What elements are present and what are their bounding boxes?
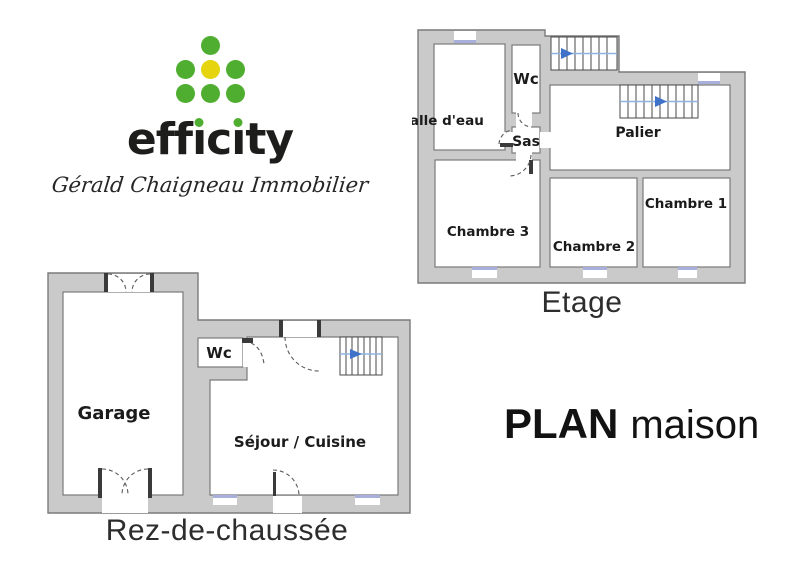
room-chambre2 bbox=[549, 177, 638, 268]
palier-staircase-icon bbox=[619, 84, 699, 119]
wordmark-segment: eff bbox=[126, 114, 193, 165]
window-marker bbox=[583, 267, 607, 270]
door-arc bbox=[509, 154, 532, 177]
logo-dots-row-3 bbox=[0, 84, 420, 103]
green-dot-icon bbox=[225, 60, 245, 79]
window-notch bbox=[355, 496, 380, 505]
green-dot-icon bbox=[175, 60, 195, 79]
green-dot-icon bbox=[200, 84, 220, 103]
yellow-dot-icon bbox=[200, 60, 220, 79]
garage-bottom-door-gap bbox=[102, 468, 148, 513]
door-post bbox=[104, 273, 108, 292]
door-arc bbox=[250, 342, 265, 365]
green-dot-icon bbox=[200, 36, 220, 55]
passage-wc-sas bbox=[516, 112, 532, 129]
logo-dots-row-1 bbox=[0, 36, 420, 55]
wordmark-i-green-dot: ı bbox=[231, 114, 246, 165]
door-post bbox=[317, 320, 321, 337]
sejour-door-gap bbox=[273, 496, 302, 513]
door-arc bbox=[121, 468, 149, 496]
passage-sas-chambre3 bbox=[516, 151, 532, 162]
wc-door-gap bbox=[243, 343, 253, 367]
floorplan-etage: Salle d'eau Wc Sas Palier Chambre 3 Cham… bbox=[400, 24, 752, 291]
agent-signature: Gérald Chaigneau Immobilier bbox=[50, 173, 370, 198]
window-notch bbox=[472, 268, 497, 278]
label-sejour: Séjour / Cuisine bbox=[234, 433, 366, 451]
passage-sas-palier bbox=[540, 132, 552, 148]
room-chambre3 bbox=[434, 159, 541, 268]
label-garage: Garage bbox=[77, 403, 150, 424]
window-notch bbox=[678, 268, 697, 278]
door-post bbox=[98, 468, 102, 498]
door-leaf bbox=[273, 472, 276, 496]
door-leaf bbox=[529, 160, 533, 174]
door-arc bbox=[107, 273, 127, 293]
stair-direction-arrow-icon bbox=[655, 96, 667, 107]
floorplan-rdc: Garage Wc Séjour / Cuisine bbox=[38, 264, 416, 521]
garage-top-door-gap bbox=[108, 274, 150, 292]
window-notch bbox=[583, 268, 607, 278]
door-arc bbox=[517, 112, 533, 128]
green-dot-icon bbox=[225, 84, 245, 103]
wordmark-segment: ty bbox=[245, 114, 294, 165]
room-wc-rdc bbox=[197, 337, 244, 368]
window-marker bbox=[472, 267, 497, 270]
label-chambre3: Chambre 3 bbox=[447, 224, 529, 240]
stair-direction-arrow-icon bbox=[561, 48, 573, 59]
door-arc bbox=[131, 273, 151, 293]
window-notch bbox=[213, 496, 237, 505]
room-wc-etage bbox=[511, 44, 541, 114]
efficity-logo: effıcıty Gérald Chaigneau Immobilier bbox=[0, 36, 420, 197]
door-leaf bbox=[500, 143, 513, 147]
green-dot-icon bbox=[175, 84, 195, 103]
label-sas: Sas bbox=[512, 134, 540, 150]
door-post bbox=[279, 320, 283, 337]
logo-dots-icon bbox=[0, 36, 420, 103]
etage-floorplan-drawing: Salle d'eau Wc Sas Palier Chambre 3 Cham… bbox=[400, 29, 746, 284]
label-wc-rdc: Wc bbox=[206, 344, 231, 362]
door-post bbox=[148, 468, 152, 498]
wc-door-lintel bbox=[242, 338, 253, 343]
caption-etage: Etage bbox=[541, 286, 623, 319]
room-chambre1 bbox=[642, 177, 731, 268]
room-garage bbox=[62, 291, 184, 496]
door-post bbox=[150, 273, 154, 292]
window-marker bbox=[213, 495, 237, 498]
label-chambre2: Chambre 2 bbox=[553, 239, 635, 255]
title-maison: maison bbox=[630, 403, 760, 447]
efficity-wordmark: effıcıty bbox=[0, 114, 420, 165]
logo-dots-row-2 bbox=[0, 60, 420, 79]
label-wc-etage: Wc bbox=[513, 70, 538, 88]
rdc-floorplan-drawing: Garage Wc Séjour / Cuisine bbox=[47, 272, 411, 514]
label-palier: Palier bbox=[615, 125, 660, 141]
wordmark-i-green-dot: ı bbox=[192, 114, 207, 165]
label-chambre1: Chambre 1 bbox=[645, 196, 727, 212]
window-marker bbox=[698, 81, 720, 84]
label-salle-deau: Salle d'eau bbox=[412, 113, 484, 129]
room-salle-deau bbox=[433, 43, 506, 151]
stair-direction-arrow-icon bbox=[350, 349, 362, 359]
entrance-door-gap bbox=[283, 321, 317, 337]
title-plan: PLAN bbox=[504, 400, 619, 447]
caption-rdc: Rez-de-chaussée bbox=[105, 514, 349, 547]
door-arc bbox=[498, 129, 513, 145]
window-marker bbox=[454, 40, 476, 43]
passage-sas-salledeau bbox=[504, 132, 514, 146]
room-sejour-cuisine bbox=[209, 336, 399, 496]
door-arc bbox=[101, 468, 129, 496]
window-marker bbox=[355, 495, 380, 498]
door-arc bbox=[272, 469, 300, 496]
window-notch bbox=[698, 73, 720, 84]
window-marker bbox=[678, 267, 697, 270]
rdc-staircase-icon bbox=[339, 336, 383, 376]
etage-exterior-staircase-icon bbox=[550, 36, 618, 71]
wordmark-segment: c bbox=[206, 114, 232, 165]
